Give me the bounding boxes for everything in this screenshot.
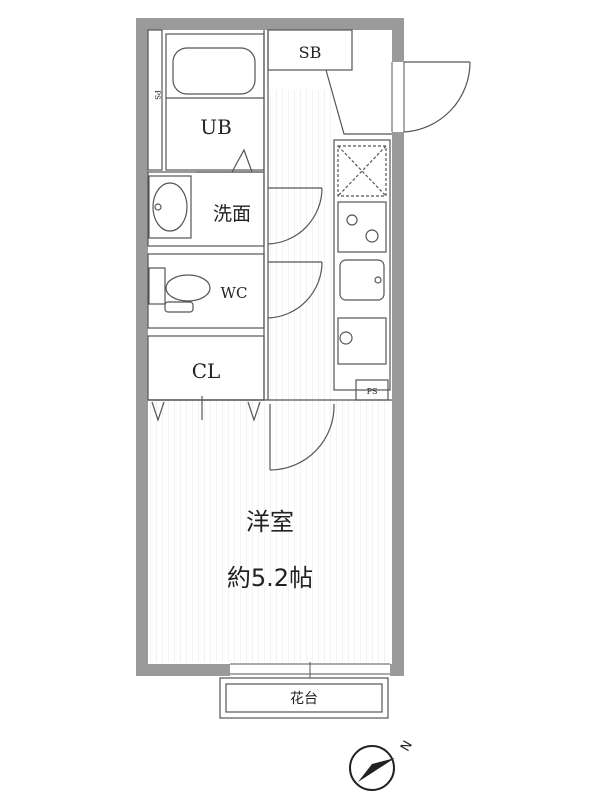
toilet-label: WC: [221, 284, 248, 302]
flower-stand-label: 花台: [290, 691, 318, 707]
western-room-size-label: 約5.2帖: [227, 564, 313, 592]
closet-label: CL: [192, 359, 221, 383]
flooring: [150, 90, 390, 662]
compass: N: [349, 738, 416, 791]
compass-arrow-icon: [358, 758, 395, 782]
compass-north-label: N: [398, 738, 416, 754]
washbasin: [148, 175, 192, 239]
pipe-space-kitchen-label: PS: [367, 387, 378, 396]
unit-bath-label: UB: [200, 115, 232, 139]
shoe-box-label: SB: [299, 43, 322, 62]
toilet-fixture: [148, 267, 211, 313]
pipe-space-top-label: PS: [153, 90, 161, 100]
flower-stand: [219, 677, 389, 719]
doors: [151, 61, 471, 471]
kitchen-counter: [333, 139, 391, 401]
western-room-label: 洋室: [246, 508, 294, 536]
washroom-label: 洗面: [213, 203, 251, 225]
